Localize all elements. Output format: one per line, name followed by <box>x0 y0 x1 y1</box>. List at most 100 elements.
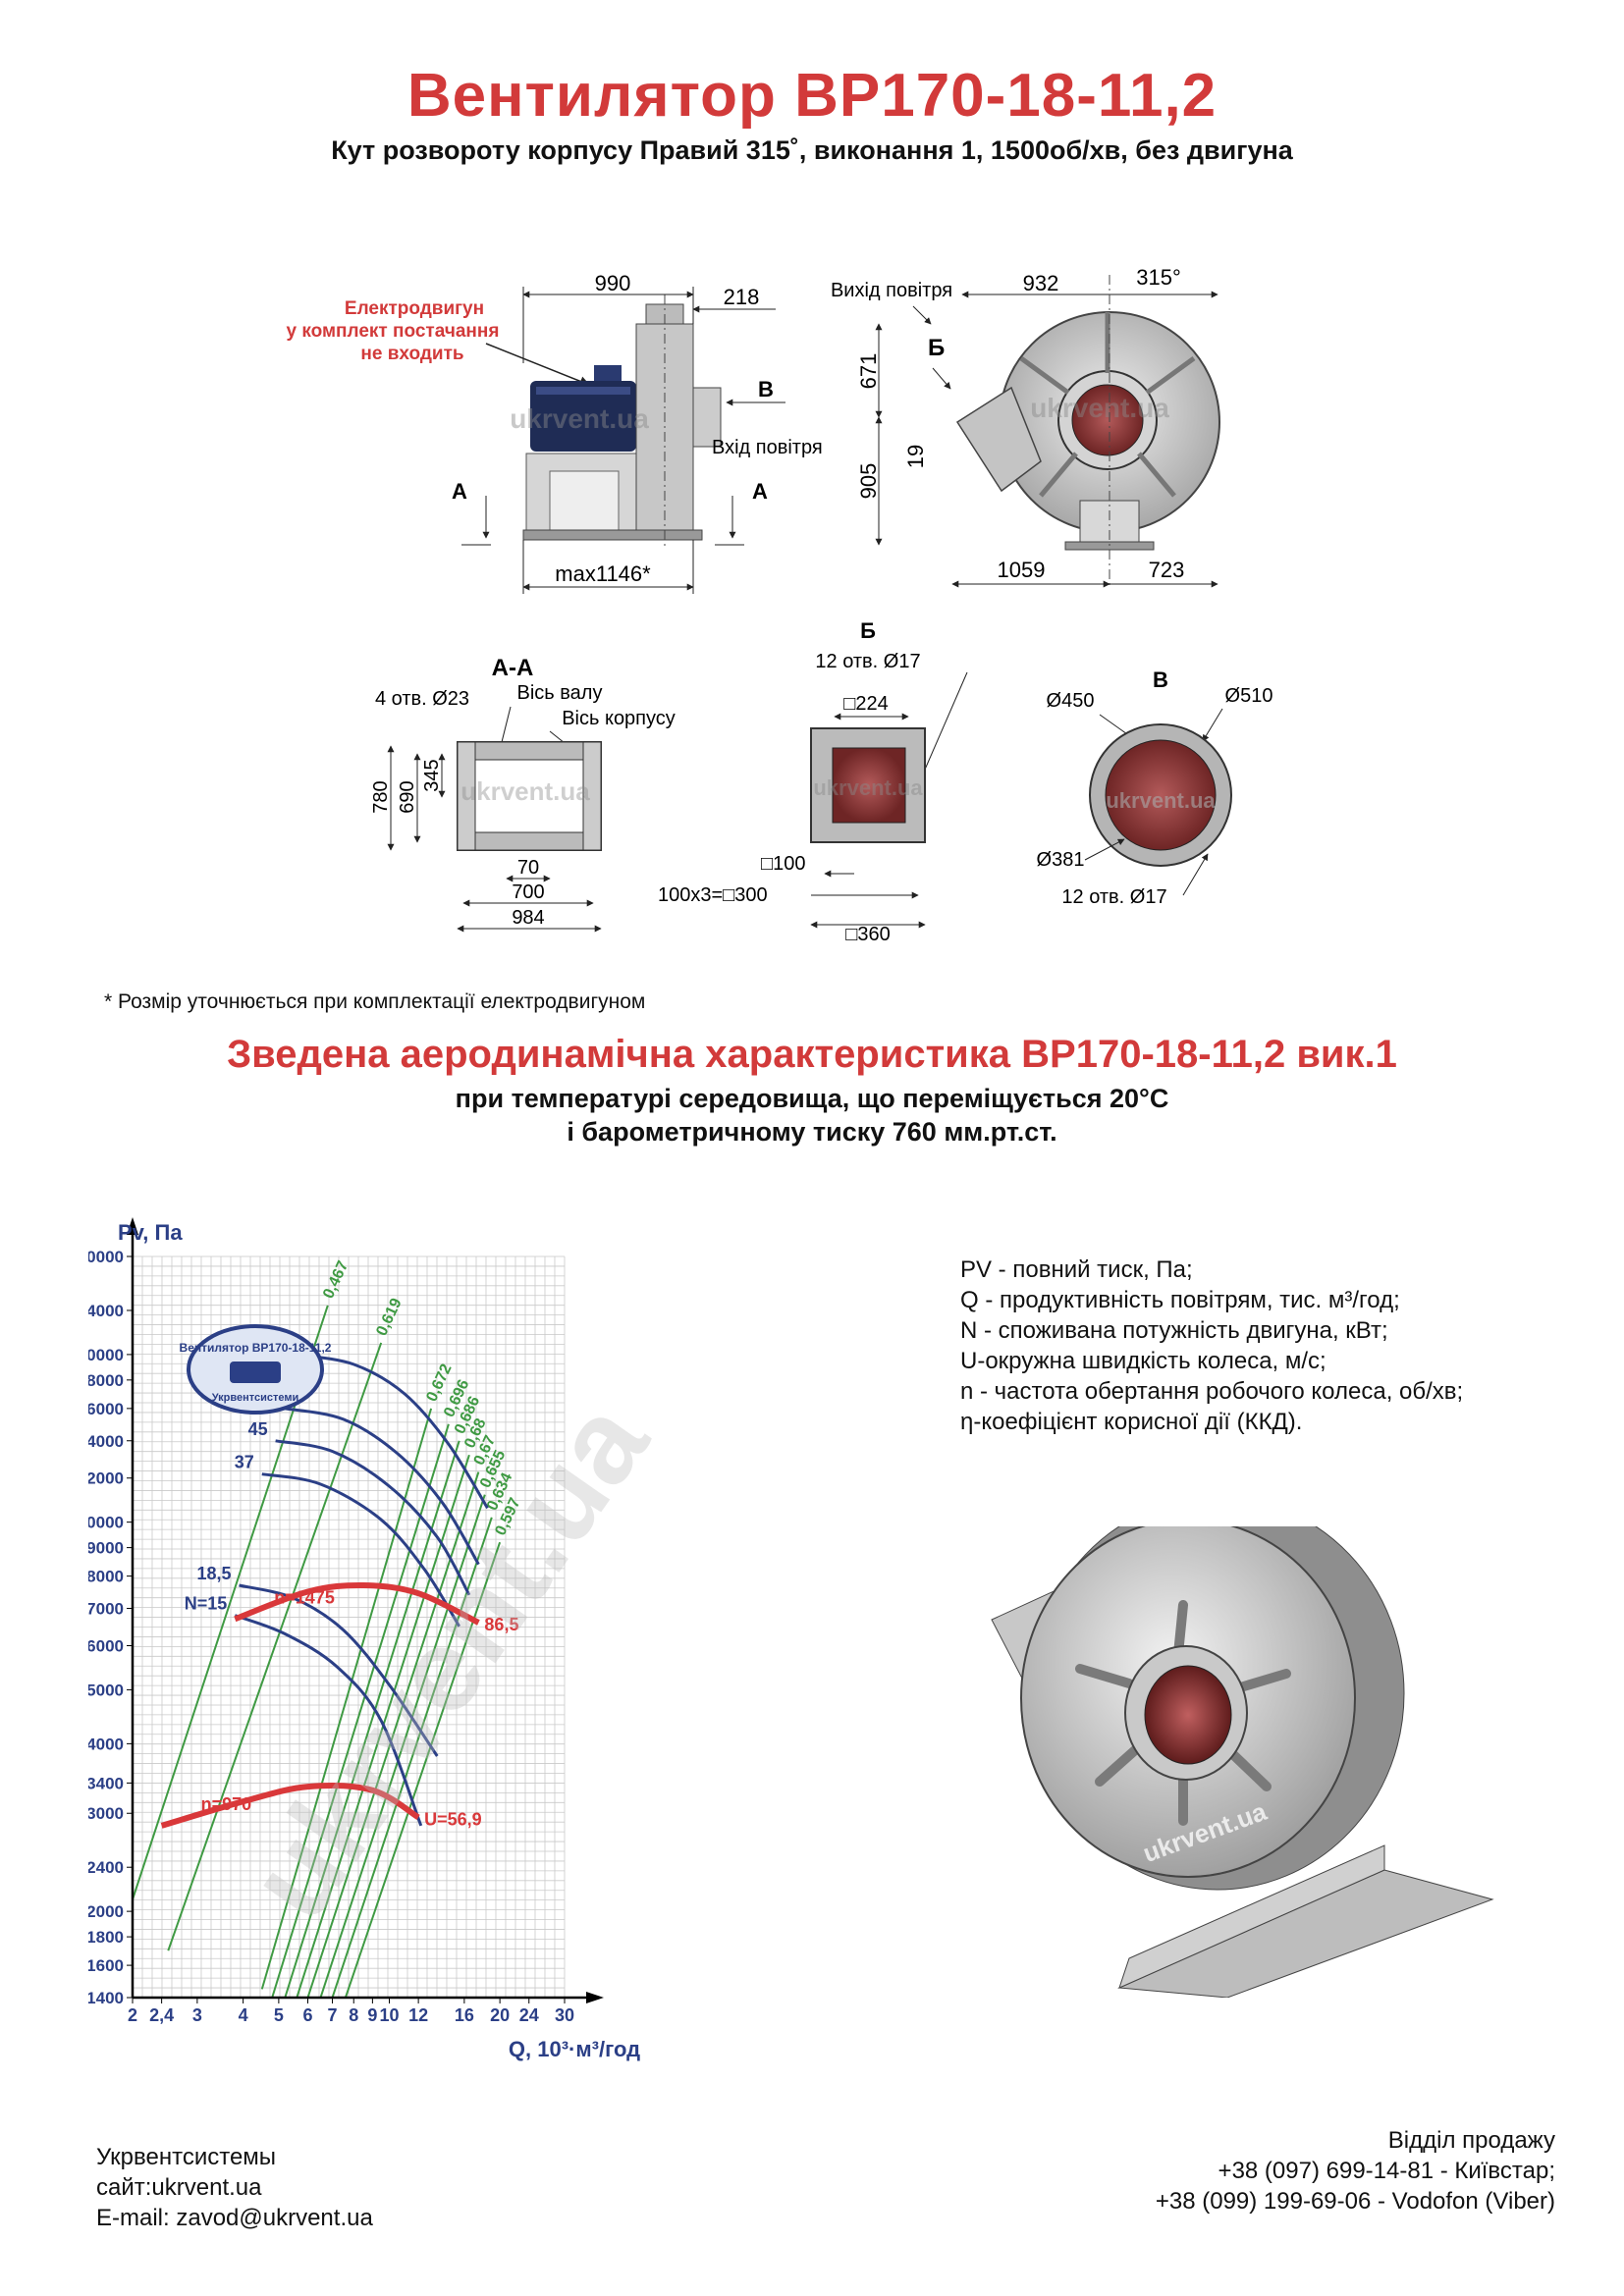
efficiency-line <box>331 1517 493 1999</box>
performance-line1: при температурі середовища, що переміщує… <box>455 1084 1169 1113</box>
efficiency-line <box>260 1408 433 1990</box>
y-axis-label: Pv, Па <box>118 1220 183 1245</box>
power-curve-label: 45 <box>248 1419 268 1439</box>
x-axis-label: Q, 10³·м³/год <box>509 2037 640 2061</box>
y-tick-label: 1600 <box>88 1956 124 1975</box>
x-tick-label: 6 <box>302 2005 312 2025</box>
view-b: Б 12 отв. Ø17 □224 ukrvent.ua □100 100х3… <box>658 618 968 945</box>
legend-pv: PV - повний тиск, Па; <box>960 1256 1193 1283</box>
v-watermark: ukrvent.ua <box>1106 788 1216 813</box>
dim-700: 700 <box>512 881 544 903</box>
x-axis-arrow <box>586 1992 604 2003</box>
dim-932: 932 <box>1023 271 1059 295</box>
y-tick-label: 1800 <box>88 1928 124 1947</box>
dim-780: 780 <box>370 780 392 813</box>
footer-site[interactable]: сайт:ukrvent.ua <box>96 2174 262 2201</box>
speed-curve-end-label: U=56,9 <box>424 1809 482 1829</box>
section-a-left: А <box>452 479 467 504</box>
y-tick-label: 4000 <box>88 1735 124 1753</box>
technical-drawings: Електродвигун у комплект постачання не в… <box>287 265 1273 945</box>
dim-300: 100х3=□300 <box>658 884 768 906</box>
y-tick-label: 18000 <box>88 1371 124 1390</box>
y-tick-label: 10000 <box>88 1514 124 1532</box>
section-a-right: А <box>752 479 768 504</box>
footnote: * Розмір уточнюється при комплектації ел… <box>104 990 646 1013</box>
arrow-b-label: В <box>758 377 774 401</box>
y-tick-label: 2400 <box>88 1858 124 1877</box>
dim-max1146: max1146* <box>555 561 651 586</box>
label-b-front: Б <box>928 335 945 361</box>
y-tick-label: 14000 <box>88 1432 124 1451</box>
angle-315: 315° <box>1136 265 1181 290</box>
y-tick-label: 5000 <box>88 1681 124 1699</box>
dim-360: □360 <box>845 924 890 945</box>
footer-email[interactable]: E-mail: zavod@ukrvent.ua <box>96 2205 373 2231</box>
legend-u: U-окружна швидкість колеса, м/с; <box>960 1348 1326 1374</box>
dim-224: □224 <box>843 693 888 715</box>
power-curve <box>275 1439 471 1596</box>
dim-723: 723 <box>1149 558 1185 582</box>
footer-contacts: Укрвентсистемы сайт:ukrvent.ua E-mail: z… <box>96 2142 373 2233</box>
sales-phone-2[interactable]: +38 (099) 199-69-06 - Vodofon (Viber) <box>1155 2188 1555 2215</box>
chart-badge: Вентилятор ВР170-18-11,2 Укрвентсистеми <box>180 1324 332 1415</box>
view-b-title: Б <box>860 618 876 643</box>
power-curve-label: 18,5 <box>196 1564 231 1583</box>
fan-illustration: ukrvent.ua <box>991 1526 1494 1998</box>
y-tick-label: 3400 <box>88 1774 124 1792</box>
power-curve <box>297 1353 489 1510</box>
x-tick-label: 2 <box>128 2005 137 2025</box>
watermark: ukrvent.ua <box>510 403 649 434</box>
speed-curve <box>160 1783 420 1829</box>
x-tick-label: 30 <box>555 2005 574 2025</box>
power-curve <box>239 1583 439 1757</box>
shaft-axis-label: Вісь валу <box>517 682 603 704</box>
legend-n: N - споживана потужність двигуна, кВт; <box>960 1317 1388 1344</box>
power-curve <box>234 1614 423 1827</box>
efficiency-line <box>271 1423 450 1999</box>
badge-line2: Укрвентсистеми <box>212 1392 299 1404</box>
legend-rpm: n - частота обертання робочого колеса, о… <box>960 1378 1464 1405</box>
dim-990: 990 <box>595 271 631 295</box>
legend-eta: η-коефіцієнт корисної дії (ККД). <box>960 1409 1303 1435</box>
view-b-holes: 12 отв. Ø17 <box>815 651 920 672</box>
motor-note-line3: не входить <box>360 344 463 364</box>
dim-984: 984 <box>512 907 544 929</box>
efficiency-line <box>319 1494 486 1999</box>
badge-line1: Вентилятор ВР170-18-11,2 <box>180 1341 332 1355</box>
speed-curve <box>234 1581 480 1626</box>
y-tick-label: 3000 <box>88 1804 124 1823</box>
power-curve-label: 37 <box>235 1453 254 1472</box>
side-view: Електродвигун у комплект постачання не в… <box>287 271 823 594</box>
y-tick-label: 7000 <box>88 1600 124 1619</box>
x-tick-label: 9 <box>367 2005 377 2025</box>
y-tick-label: 24000 <box>88 1302 124 1320</box>
y-tick-label: 6000 <box>88 1636 124 1655</box>
d381-label: Ø381 <box>1037 849 1085 871</box>
performance-chart: 0,4670,6190,6720,6960,6860,680,670,6550,… <box>88 1217 674 2061</box>
view-v: В Ø450 Ø510 ukrvent.ua Ø381 12 отв. Ø17 <box>1037 667 1273 908</box>
front-view: Вихід повітря 932 315° ukrvent.ua 671 Б … <box>831 265 1220 589</box>
dim-671: 671 <box>856 353 881 390</box>
d510-label: Ø510 <box>1225 685 1273 707</box>
inlet-label: Вхід повітря <box>712 437 823 458</box>
footer-sales: Відділ продажу +38 (097) 699-14-81 - Киї… <box>1156 2125 1555 2216</box>
y-tick-label: 30000 <box>88 1248 124 1266</box>
performance-title: Зведена аеродинамічна характеристика ВР1… <box>227 1033 1397 1076</box>
dim-1059: 1059 <box>998 558 1046 582</box>
dim-345: 345 <box>421 759 443 791</box>
power-curve-label: N=15 <box>185 1594 228 1614</box>
y-axis-arrow <box>127 1217 138 1235</box>
dim-905: 905 <box>856 463 881 500</box>
efficiency-line <box>167 1342 383 1951</box>
sales-phone-1[interactable]: +38 (097) 699-14-81 - Київстар; <box>1218 2158 1555 2184</box>
dim-690: 690 <box>397 780 418 813</box>
x-tick-label: 10 <box>379 2005 399 2025</box>
footer-company: Укрвентсистемы <box>96 2144 277 2170</box>
body-axis-label: Вісь корпусу <box>562 708 676 729</box>
power-curve <box>285 1407 480 1566</box>
chart-legend: PV - повний тиск, Па; Q - продуктивність… <box>960 1255 1463 1437</box>
section-aa-holes: 4 отв. Ø23 <box>375 688 469 710</box>
dim-19: 19 <box>903 445 928 468</box>
outlet-label: Вихід повітря <box>831 280 952 301</box>
